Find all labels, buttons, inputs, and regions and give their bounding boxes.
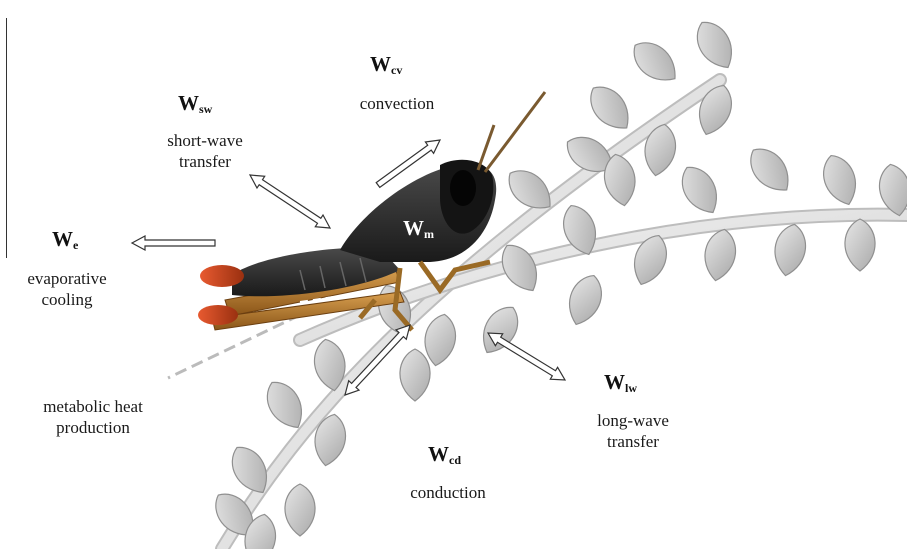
conduction-arrow bbox=[345, 325, 410, 395]
leaf bbox=[701, 227, 740, 283]
long-wave-arrow bbox=[488, 333, 565, 380]
grasshopper-illustration bbox=[198, 92, 545, 330]
symbol-w-lw: Wlw bbox=[604, 370, 637, 396]
leaf bbox=[285, 484, 315, 536]
label-convection: convection bbox=[342, 93, 452, 114]
leaf bbox=[625, 34, 684, 90]
leaf bbox=[689, 15, 741, 75]
leaf bbox=[817, 150, 863, 209]
leaf bbox=[771, 222, 810, 278]
symbol-w-e: We bbox=[52, 227, 78, 253]
short-wave-arrow bbox=[250, 175, 330, 228]
label-conduction: conduction bbox=[393, 482, 503, 503]
symbol-w-m: Wm bbox=[403, 216, 434, 242]
leaf bbox=[562, 270, 608, 329]
leaf bbox=[845, 219, 875, 271]
leaf bbox=[674, 160, 726, 220]
leafy-stem-illustration bbox=[222, 80, 907, 549]
symbol-w-cd: Wcd bbox=[428, 442, 461, 468]
leaf bbox=[742, 140, 798, 199]
leaf bbox=[400, 349, 430, 401]
symbol-w-sw: Wsw bbox=[178, 91, 212, 117]
evaporative-arrow bbox=[132, 236, 215, 250]
leaf bbox=[582, 78, 638, 137]
symbol-w-cv: Wcv bbox=[370, 52, 402, 78]
